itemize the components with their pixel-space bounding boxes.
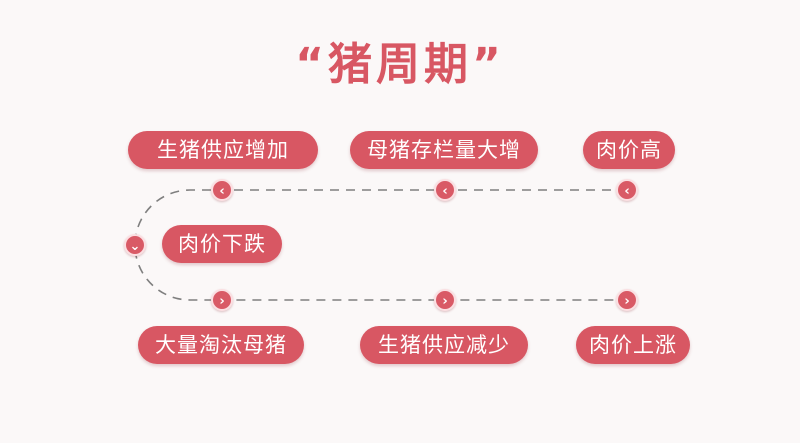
step-sow-stock-increase: 母猪存栏量大增 [350,131,538,169]
step-pig-supply-increase: 生猪供应增加 [128,131,318,169]
step-pig-supply-decrease: 生猪供应减少 [360,326,528,364]
step-pork-price-rise: 肉价上涨 [576,326,690,364]
chevron-right-icon: › [434,289,456,311]
chevron-left-icon: ‹ [211,179,233,201]
chevron-left-icon: ‹ [434,179,456,201]
step-cull-sows: 大量淘汰母猪 [138,326,304,364]
chevron-left-icon: ‹ [616,179,638,201]
chevron-right-icon: › [211,289,233,311]
step-pork-price-fall: 肉价下跌 [162,225,282,263]
step-pork-price-high: 肉价高 [583,131,675,169]
chevron-down-icon: ⌄ [124,234,146,256]
diagram-title: “猪周期” [295,39,505,90]
chevron-right-icon: › [616,289,638,311]
